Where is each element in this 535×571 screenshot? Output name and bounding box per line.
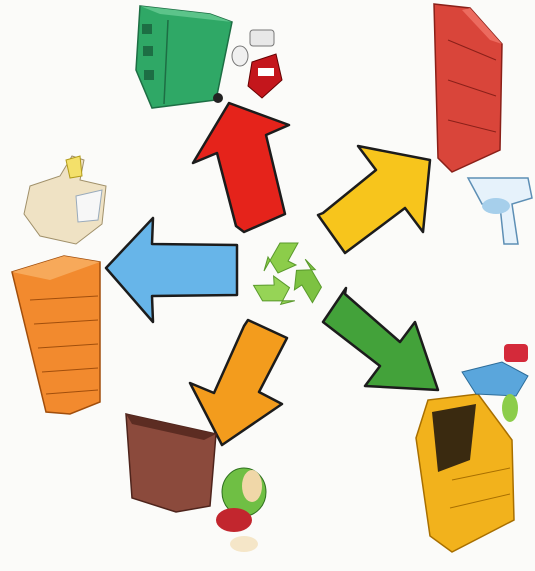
yellow-arrow xyxy=(318,146,430,253)
red-arrow xyxy=(193,103,289,232)
food-scraps-icon xyxy=(216,468,266,552)
red-skip-container xyxy=(434,4,502,172)
brown-bin xyxy=(126,414,216,512)
crumpled-paper-icon xyxy=(24,156,106,244)
plastic-bottle-icon xyxy=(468,178,532,244)
orange-arrow xyxy=(190,320,287,445)
tin-can-icon xyxy=(232,30,282,98)
orange-bin xyxy=(12,256,100,414)
green-arrow xyxy=(323,288,438,390)
green-wheelie-bin xyxy=(136,6,232,108)
blue-arrow xyxy=(106,218,237,322)
recycle-icon xyxy=(254,243,330,315)
yellow-container xyxy=(416,394,514,552)
